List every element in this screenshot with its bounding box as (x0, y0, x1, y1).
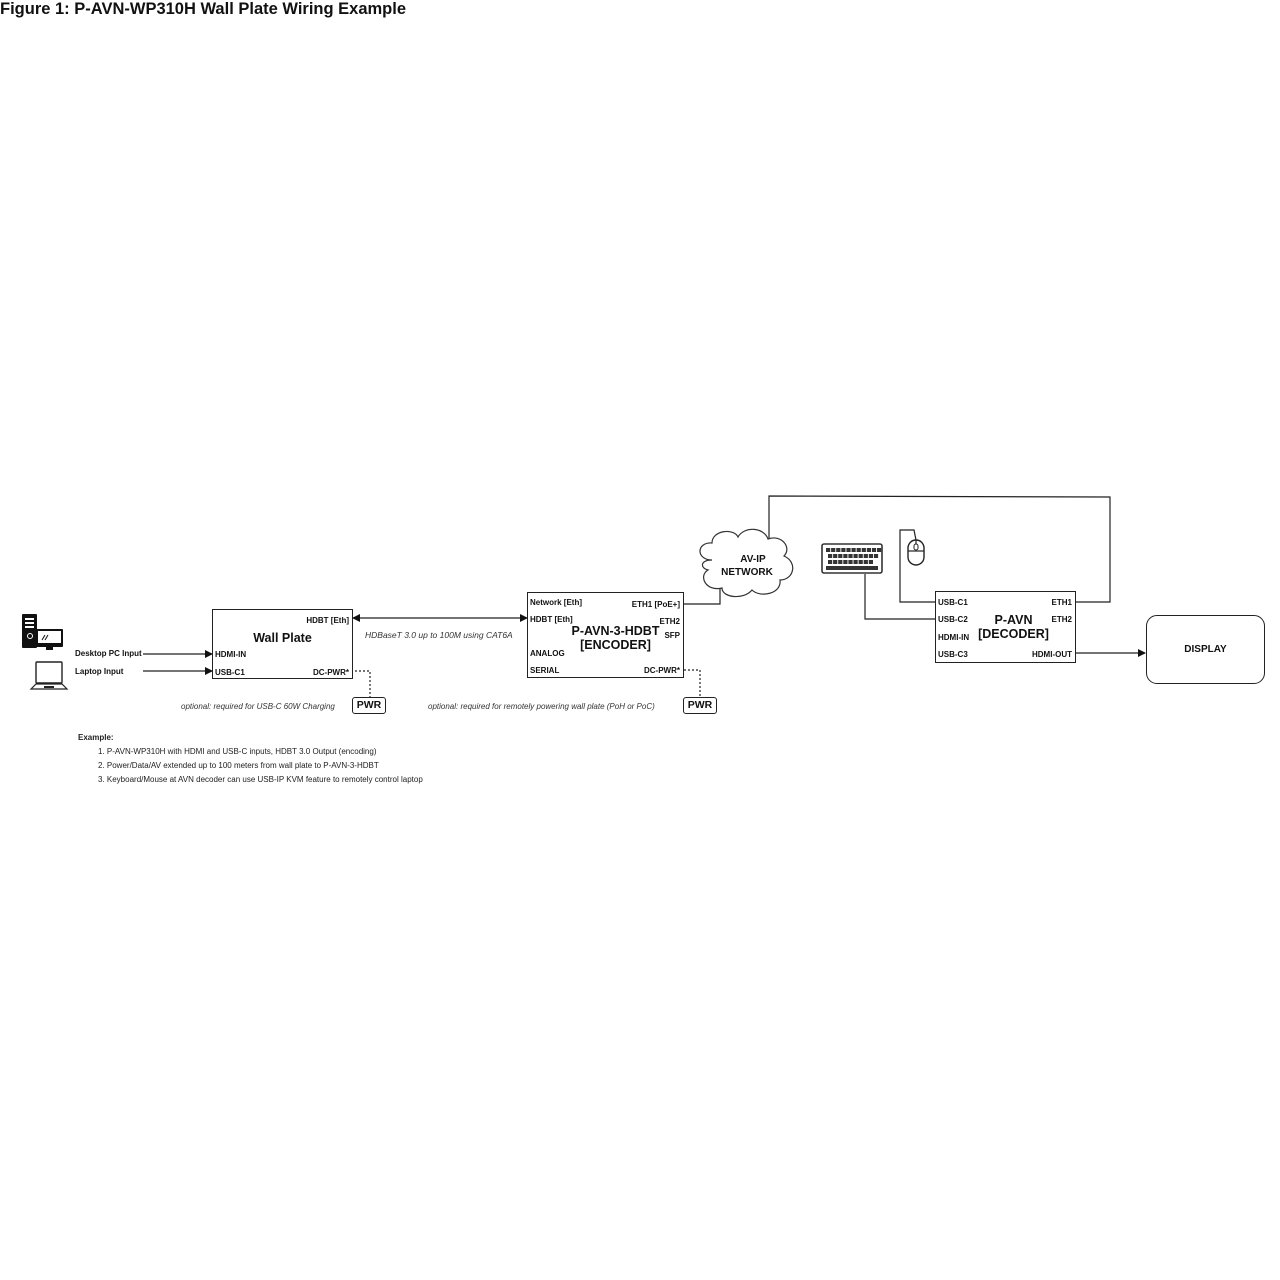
keyboard-key (856, 548, 861, 552)
keyboard-to-usb-c2-wire (864, 574, 935, 620)
keyboard-key (848, 560, 853, 564)
keyboard-key (866, 548, 871, 552)
encoder-port-analog: ANALOG (530, 649, 565, 658)
wall-plate-box[interactable]: HDBT [Eth] Wall Plate HDMI-IN USB-C1 DC-… (212, 609, 353, 679)
keyboard-key (851, 548, 856, 552)
network-label-line1: AV-IP (740, 554, 766, 565)
cloud-icon (699, 528, 794, 598)
mouse-to-usb-c1-wire (899, 529, 935, 603)
desktop-pc-icon (22, 614, 63, 650)
encoder-box[interactable]: Network [Eth] ETH1 [PoE+] HDBT [Eth] ETH… (527, 592, 684, 678)
keyboard-key (853, 554, 858, 558)
keyboard-key (833, 554, 838, 558)
encoder-port-serial: SERIAL (530, 666, 560, 675)
keyboard-key (871, 548, 877, 552)
encoder-port-hdbt: HDBT [Eth] (530, 615, 573, 624)
decoder-port-eth2: ETH2 (1051, 615, 1072, 624)
keyboard-spacebar (826, 566, 878, 570)
encoder-port-sfp: SFP (664, 631, 680, 640)
encoder-power-note: optional: required for remotely powering… (428, 702, 655, 711)
decoder-port-eth1: ETH1 (1051, 598, 1072, 607)
decoder-title-line2: [DECODER] (978, 627, 1049, 641)
network-label-line2: NETWORK (721, 567, 773, 578)
network-to-decoder-wire (768, 495, 1111, 603)
encoder-to-network-wire (684, 587, 721, 605)
keyboard-key (838, 554, 843, 558)
laptop-input-label: Laptop Input (75, 667, 124, 676)
desktop-pc-input-label: Desktop PC Input (75, 649, 142, 658)
keyboard-key (841, 548, 846, 552)
laptop-icon (29, 661, 69, 690)
example-notes: Example: 1. P-AVN-WP310H with HDMI and U… (78, 733, 423, 789)
encoder-title-line1: P-AVN-3-HDBT (571, 624, 660, 638)
encoder-port-dc-pwr: DC-PWR* (644, 666, 680, 675)
keyboard-key (831, 548, 836, 552)
wall-plate-power-note: optional: required for USB-C 60W Chargin… (181, 702, 335, 711)
keyboard-key (868, 560, 873, 564)
example-heading: Example: (78, 733, 114, 742)
keyboard-key (863, 554, 868, 558)
hdbaset-link-label: HDBaseT 3.0 up to 100M using CAT6A (365, 630, 513, 640)
decoder-port-usb-c1: USB-C1 (938, 598, 968, 607)
keyboard-key (836, 548, 841, 552)
keyboard-key (863, 560, 868, 564)
encoder-port-eth2: ETH2 (659, 617, 680, 626)
keyboard-key (873, 554, 879, 558)
keyboard-key (833, 560, 838, 564)
decoder-title-line1: P-AVN (994, 613, 1033, 627)
keyboard-key (846, 548, 851, 552)
keyboard-key (828, 554, 833, 558)
mouse-icon (907, 539, 925, 566)
keyboard-key (853, 560, 858, 564)
encoder-title-line2: [ENCODER] (580, 638, 651, 652)
encoder-power-wire (684, 669, 701, 697)
wall-plate-power-wire (351, 670, 371, 697)
keyboard-icon (821, 543, 883, 574)
figure-title: Figure 1: P-AVN-WP310H Wall Plate Wiring… (0, 0, 407, 18)
keyboard-key (828, 560, 833, 564)
example-item: 2. Power/Data/AV extended up to 100 mete… (98, 761, 379, 770)
keyboard-key (861, 548, 866, 552)
keyboard-key (843, 560, 848, 564)
example-item: 3. Keyboard/Mouse at AVN decoder can use… (98, 775, 423, 784)
display-box[interactable]: DISPLAY (1146, 615, 1265, 684)
wall-plate-title: Wall Plate (253, 631, 312, 645)
wall-plate-port-usb-c1: USB-C1 (215, 668, 245, 677)
decoder-port-usb-c2: USB-C2 (938, 615, 968, 624)
encoder-port-network: Network [Eth] (530, 598, 582, 607)
decoder-port-hdmi-in: HDMI-IN (938, 633, 970, 642)
decoder-port-usb-c3: USB-C3 (938, 650, 968, 659)
example-item: 1. P-AVN-WP310H with HDMI and USB-C inpu… (98, 747, 377, 756)
keyboard-key (848, 554, 853, 558)
keyboard-key (858, 554, 863, 558)
display-label: DISPLAY (1184, 644, 1227, 655)
keyboard-key (858, 560, 863, 564)
wall-plate-port-hdmi-in: HDMI-IN (215, 650, 247, 659)
encoder-pwr-supply[interactable]: PWR (683, 697, 717, 714)
encoder-port-eth1: ETH1 [PoE+] (631, 600, 680, 609)
decoder-port-hdmi-out: HDMI-OUT (1032, 650, 1072, 659)
keyboard-key (826, 548, 831, 552)
keyboard-key (838, 560, 843, 564)
decoder-box[interactable]: USB-C1 ETH1 USB-C2 ETH2 P-AVN [DECODER] … (935, 591, 1076, 663)
keyboard-key (843, 554, 848, 558)
keyboard-key (868, 554, 873, 558)
keyboard-key (877, 548, 882, 552)
wall-plate-pwr-supply[interactable]: PWR (352, 697, 386, 714)
wall-plate-port-hdbt: HDBT [Eth] (306, 616, 349, 625)
wall-plate-port-dc-pwr: DC-PWR* (313, 668, 349, 677)
